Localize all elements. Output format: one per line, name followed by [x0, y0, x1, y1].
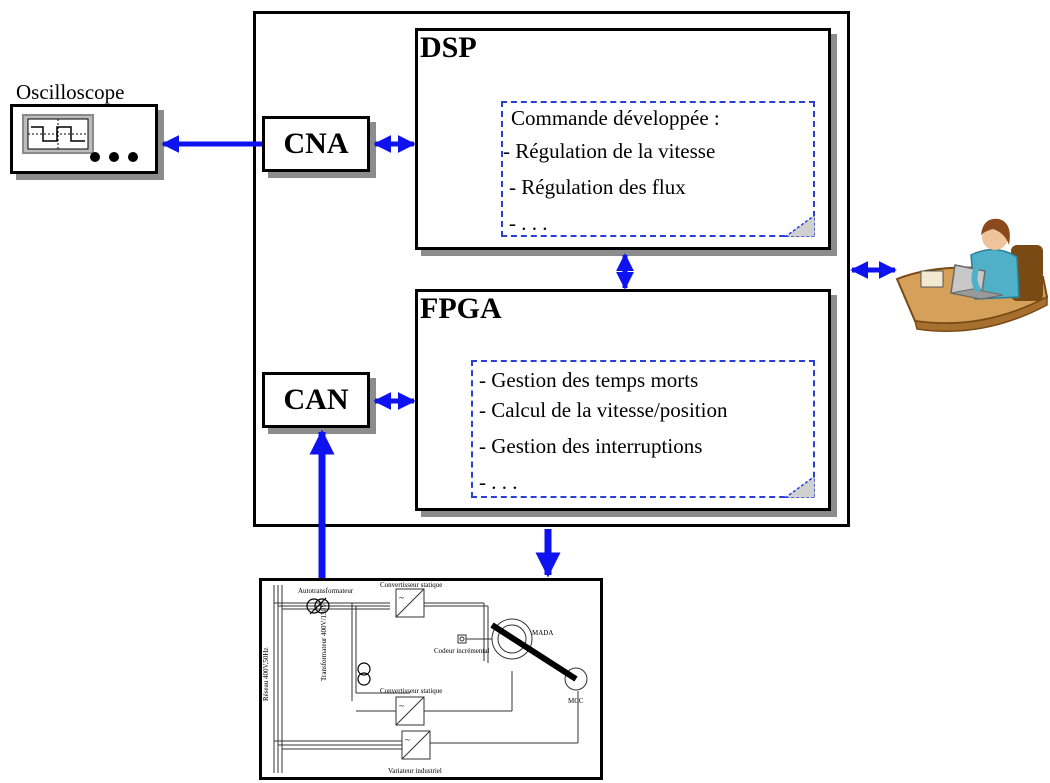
cna-label: CNA — [283, 127, 349, 160]
label-autotransformer: Autotransformateur — [298, 587, 354, 595]
oscilloscope-box — [10, 104, 158, 174]
folded-corner-icon — [785, 476, 815, 498]
can-label: CAN — [283, 383, 349, 416]
label-drive: Variateur industriel — [388, 767, 442, 775]
fpga-note-line: - Calcul de la vitesse/position — [479, 398, 728, 422]
label-mada: MADA — [532, 629, 554, 637]
operator-at-computer-icon — [895, 218, 1049, 332]
dsp-note-line: - Régulation des flux — [509, 175, 686, 199]
fpga-note-line: - . . . — [479, 470, 518, 494]
fpga-title: FPGA — [420, 292, 502, 325]
label-converter-top: Convertisseur statique — [380, 581, 443, 589]
dsp-note-line: - . . . — [509, 211, 548, 235]
fpga-note-line: - Gestion des temps morts — [479, 368, 699, 392]
can-block: CAN — [262, 372, 370, 428]
dsp-title: DSP — [420, 31, 477, 64]
svg-text:~: ~ — [399, 701, 404, 711]
label-converter-mid: Convertisseur statique — [380, 687, 443, 695]
cna-block: CNA — [262, 116, 370, 172]
label-network: Réseau 400V,50Hz — [262, 647, 270, 701]
svg-text:~: ~ — [405, 735, 410, 745]
dsp-note-line: - Régulation de la vitesse — [503, 139, 716, 163]
oscilloscope-icon — [22, 114, 138, 162]
fpga-block: FPGA - Gestion des temps morts - Calcul … — [415, 289, 831, 511]
test-bench-schematic: ~ ~ ~ — [273, 585, 588, 773]
dsp-block: DSP Commande développée : - Régulation d… — [415, 28, 831, 250]
svg-text:~: ~ — [399, 593, 404, 603]
dsp-note-line: Commande développée : — [511, 106, 720, 130]
fpga-feature-note: - Gestion des temps morts - Calcul de la… — [471, 360, 815, 498]
dsp-feature-note: Commande développée : - Régulation de la… — [501, 101, 815, 237]
folded-corner-icon — [785, 215, 815, 237]
test-bench: ~ ~ ~ Autotransformateur Convertisseur s… — [259, 578, 603, 780]
fpga-note-line: - Gestion des interruptions — [479, 434, 703, 458]
label-transformer: Transformateur 400V/130V — [320, 602, 328, 681]
oscilloscope-label: Oscilloscope — [16, 80, 125, 104]
label-encoder: Codeur incrémental — [434, 647, 490, 655]
label-mcc: MCC — [568, 697, 584, 705]
